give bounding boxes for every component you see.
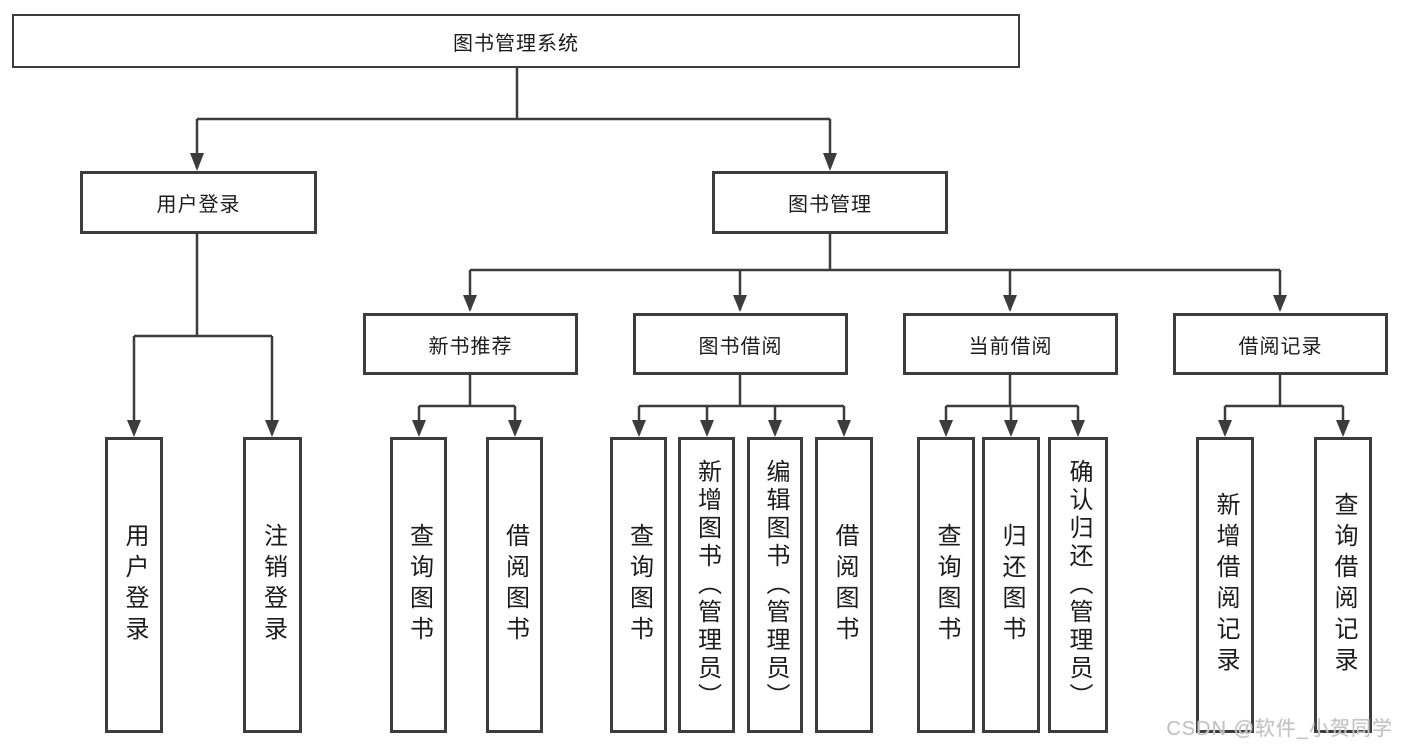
leaf-label: 查询图书 (625, 523, 653, 647)
leaf-label: 归还图书 (998, 523, 1025, 647)
node-new-book-recommendation: 新书推荐 (363, 313, 578, 375)
leaf-add-books-admin: 新增图书（管理员） (678, 437, 735, 733)
leaf-label: 新增图书（管理员） (693, 459, 721, 711)
leaf-label: 查询借阅记录 (1330, 492, 1357, 678)
root-node-library-management-system: 图书管理系统 (12, 14, 1020, 68)
leaf-edit-books-admin: 编辑图书（管理员） (747, 437, 803, 733)
leaf-logout: 注销登录 (243, 437, 302, 733)
leaf-query-borrow-record: 查询借阅记录 (1314, 437, 1372, 733)
leaf-label: 确认归还（管理员） (1065, 459, 1092, 711)
node-borrowing-records: 借阅记录 (1173, 313, 1388, 375)
leaf-confirm-return-admin: 确认归还（管理员） (1048, 437, 1108, 733)
csdn-watermark: CSDN @软件_小贺同学 (1166, 718, 1393, 740)
leaf-label: 用户登录 (121, 523, 148, 647)
node-user-login: 用户登录 (80, 171, 317, 234)
leaf-add-borrow-record: 新增借阅记录 (1196, 437, 1254, 733)
leaf-return-books: 归还图书 (982, 437, 1040, 733)
node-current-borrowing: 当前借阅 (903, 313, 1118, 375)
node-book-borrowing: 图书借阅 (633, 313, 848, 375)
leaf-query-books-2: 查询图书 (610, 437, 667, 733)
leaf-borrow-books-1: 借阅图书 (486, 437, 543, 733)
leaf-query-books-3: 查询图书 (917, 437, 975, 733)
leaf-user-login: 用户登录 (105, 437, 163, 733)
leaf-label: 编辑图书（管理员） (762, 459, 789, 711)
leaf-label: 查询图书 (933, 523, 960, 647)
node-book-management: 图书管理 (712, 171, 948, 234)
leaf-label: 注销登录 (259, 523, 287, 647)
leaf-label: 查询图书 (405, 523, 433, 647)
leaf-label: 借阅图书 (501, 523, 529, 647)
leaf-query-books-1: 查询图书 (390, 437, 447, 733)
leaf-borrow-books-2: 借阅图书 (815, 437, 873, 733)
leaf-label: 借阅图书 (831, 523, 858, 647)
leaf-label: 新增借阅记录 (1212, 492, 1239, 678)
